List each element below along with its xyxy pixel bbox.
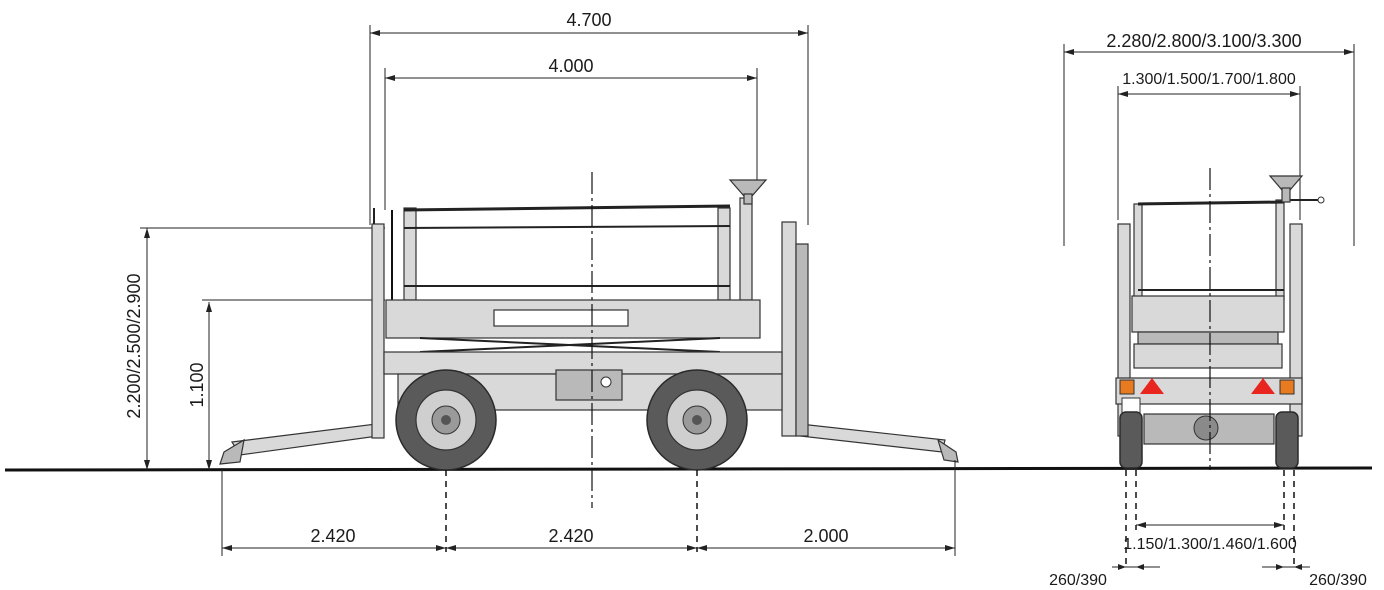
height-range-label: 2.200/2.500/2.900	[124, 273, 144, 418]
dim-pad-widths: 260/390 260/390	[1049, 564, 1367, 589]
dim-bottom-chain: 2.420 2.420 2.000	[221, 460, 956, 556]
rear-view: 2.280/2.800/3.100/3.300 1.300/1.500/1.70…	[1049, 31, 1367, 589]
platform-railing	[373, 197, 753, 301]
platform-length-label: 4.000	[548, 56, 593, 76]
dim-track-width: 1.150/1.300/1.460/1.600	[1123, 522, 1297, 553]
side-view: 4.700 4.000 2.200/2.500/2.900 1.100	[124, 10, 959, 556]
rear-right-tire	[1275, 411, 1299, 469]
rear-platform	[1131, 295, 1285, 333]
right-reflector-icon	[1251, 378, 1275, 394]
dim-platform-length: 4.000	[384, 56, 758, 210]
control-box	[555, 369, 623, 401]
front-post	[371, 223, 385, 439]
platform-label-plate	[493, 309, 629, 327]
front-wheel	[395, 369, 497, 471]
dim-platform-width: 1.300/1.500/1.700/1.800	[1117, 71, 1301, 220]
platform-height-label: 1.100	[187, 362, 207, 407]
front-outrigger	[219, 423, 379, 465]
dim-height-range: 2.200/2.500/2.900	[124, 227, 385, 470]
left-reflector-icon	[1140, 378, 1164, 394]
rear-wheel	[646, 369, 748, 471]
platform-width-label: 1.300/1.500/1.700/1.800	[1122, 71, 1296, 88]
dim-platform-height: 1.100	[187, 299, 385, 470]
right-pad-label: 260/390	[1309, 572, 1367, 589]
control-box-knob	[600, 376, 612, 388]
rear-chassis-upper	[1133, 343, 1283, 369]
wheelbase-label: 2.420	[548, 526, 593, 546]
rear-outrigger-label: 2.000	[803, 526, 848, 546]
dim-outrigger-width: 2.280/2.800/3.100/3.300	[1063, 31, 1355, 246]
rear-post-guide	[795, 243, 809, 437]
rear-left-tire	[1119, 411, 1143, 469]
dim-overall-length: 4.700	[369, 10, 809, 225]
left-pad-label: 260/390	[1049, 572, 1107, 589]
right-lamp-icon	[1279, 379, 1295, 395]
overall-length-label: 4.700	[566, 10, 611, 30]
rear-outrigger	[799, 423, 959, 463]
scissor-mechanism	[419, 337, 721, 353]
rear-post	[781, 221, 797, 437]
front-outrigger-label: 2.420	[310, 526, 355, 546]
left-lamp-icon	[1119, 379, 1135, 395]
hitch-icon	[1193, 415, 1219, 441]
track-width-label: 1.150/1.300/1.460/1.600	[1123, 536, 1297, 553]
outrigger-width-label: 2.280/2.800/3.100/3.300	[1106, 31, 1301, 51]
rear-control-post-icon	[1268, 175, 1304, 203]
control-post-icon	[728, 179, 768, 205]
rear-scissor-block	[1137, 331, 1279, 345]
